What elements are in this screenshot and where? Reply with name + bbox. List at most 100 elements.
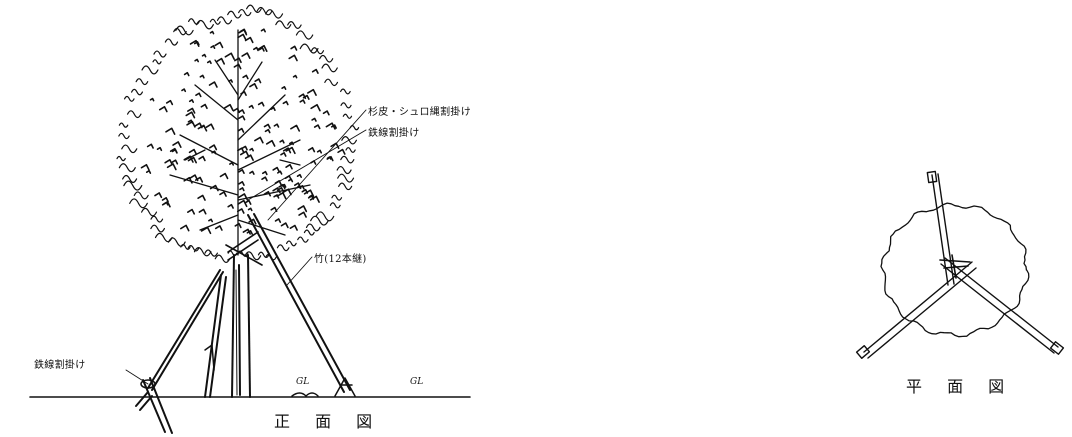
leaf-cluster xyxy=(180,244,191,250)
leaf-mark xyxy=(307,88,317,96)
leaf-mark xyxy=(197,124,208,132)
leaf-mark xyxy=(272,166,280,173)
label-gl-left: GL xyxy=(296,377,310,387)
leaf-mark xyxy=(238,28,248,36)
leaf-mark xyxy=(206,60,212,65)
leaf-mark xyxy=(261,170,268,176)
leaf-mark xyxy=(219,172,229,180)
plan-circle xyxy=(880,202,1030,338)
leaf-mark xyxy=(234,57,242,64)
leaf-cluster xyxy=(275,20,292,29)
leaf-mark xyxy=(236,208,245,214)
leaf-mark xyxy=(313,124,321,130)
leaf-mark xyxy=(238,168,245,175)
leaf-mark xyxy=(239,150,250,158)
leaf-mark xyxy=(219,191,227,197)
leaf-cluster xyxy=(265,9,284,19)
leaf-mark xyxy=(188,99,195,103)
leaf-cluster xyxy=(129,198,148,209)
leaf-cluster xyxy=(154,232,173,243)
leaf-mark xyxy=(241,52,251,59)
leaf-cluster xyxy=(310,215,329,226)
leaf-mark xyxy=(198,208,207,215)
leaf-mark xyxy=(214,41,224,49)
bamboo-poles xyxy=(147,213,351,398)
leaf-mark xyxy=(282,100,289,106)
leaf-cluster xyxy=(141,207,158,217)
leaf-mark xyxy=(288,54,298,62)
leaf-mark xyxy=(280,222,289,229)
leaf-mark xyxy=(186,208,196,215)
leaf-mark xyxy=(187,107,196,114)
leaf-cluster xyxy=(340,155,355,164)
leaf-cluster xyxy=(336,165,352,175)
leaf-cluster xyxy=(175,25,194,36)
leaf-cluster xyxy=(118,163,136,173)
leaf-mark xyxy=(214,225,223,231)
leaf-mark xyxy=(264,128,271,134)
leaf-mark xyxy=(248,104,254,109)
leaf-mark xyxy=(185,111,196,119)
leaf-mark xyxy=(307,146,316,153)
leaf-mark xyxy=(234,222,242,229)
leaf-cluster xyxy=(187,245,200,252)
leaf-mark xyxy=(244,154,254,161)
leaf-cluster xyxy=(238,8,252,17)
leaf-mark xyxy=(158,105,168,113)
leaf-mark xyxy=(310,103,321,112)
leaf-mark xyxy=(210,45,216,50)
leaf-mark xyxy=(325,122,336,130)
leaf-cluster xyxy=(331,194,343,201)
leaf-mark xyxy=(145,169,152,174)
leaf-cluster xyxy=(299,43,319,54)
leaf-cluster xyxy=(152,59,162,65)
leaf-cluster xyxy=(340,102,352,109)
leaf-mark xyxy=(169,147,178,154)
leaf-cluster xyxy=(133,191,149,200)
leaf-mark xyxy=(195,92,202,98)
leaf-mark xyxy=(161,197,169,203)
leaf-mark xyxy=(241,145,248,151)
leaf-mark xyxy=(280,152,287,157)
leaf-mark xyxy=(298,211,307,218)
leaf-mark xyxy=(270,106,276,112)
leaf-mark xyxy=(285,163,293,170)
leaf-mark xyxy=(322,110,330,116)
leaf-cluster xyxy=(315,211,335,222)
leaf-mark xyxy=(263,123,271,129)
leaf-mark xyxy=(205,123,215,130)
leaf-mark xyxy=(254,136,264,144)
leaf-mark xyxy=(337,148,346,155)
leaf-cluster xyxy=(244,251,262,261)
leaf-mark xyxy=(292,74,298,79)
leaf-cluster xyxy=(126,110,142,119)
leaf-mark xyxy=(270,206,278,213)
leaf-cluster xyxy=(257,251,270,259)
leaf-cluster xyxy=(338,182,353,191)
leaf-mark xyxy=(228,79,233,83)
leaf-cluster xyxy=(135,78,149,86)
leaf-mark xyxy=(257,101,265,107)
leaf-mark xyxy=(198,155,206,162)
leaf-cluster xyxy=(150,224,166,233)
leaf-cluster xyxy=(310,47,325,55)
leaf-mark xyxy=(297,205,308,213)
label-wire-top: 鉄線割掛け xyxy=(368,128,420,139)
leaf-mark xyxy=(278,183,286,190)
leaf-mark xyxy=(276,191,287,200)
leaf-mark xyxy=(208,144,218,151)
leaf-mark xyxy=(156,146,163,152)
leaf-mark xyxy=(197,194,206,201)
leaf-cluster xyxy=(118,122,129,128)
tree-canopy xyxy=(116,4,360,263)
leaf-mark xyxy=(183,71,190,77)
leaf-cluster xyxy=(173,27,187,36)
leaf-mark xyxy=(238,181,245,186)
leaf-mark xyxy=(257,44,268,53)
leaf-cluster xyxy=(303,229,315,236)
leaf-mark xyxy=(208,81,218,88)
leaf-cluster xyxy=(193,247,212,257)
leaf-cluster xyxy=(345,147,356,153)
leaf-mark xyxy=(276,170,283,175)
leaf-mark xyxy=(253,46,259,52)
